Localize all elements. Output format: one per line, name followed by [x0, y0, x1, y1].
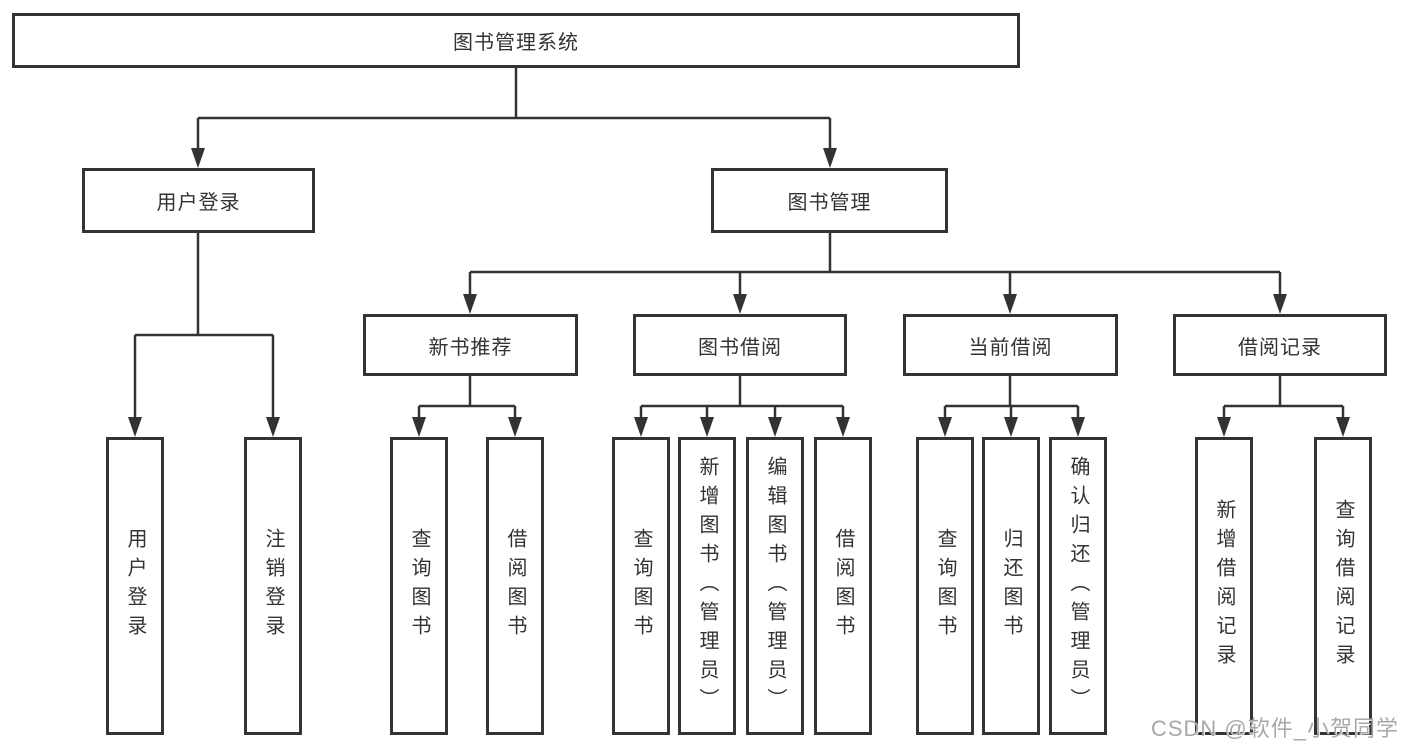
leaf-label: 查询图书: [934, 528, 956, 644]
csdn-watermark: CSDN @软件_小贺同学: [1150, 716, 1399, 741]
leaf-label: 归还图书: [1000, 528, 1022, 644]
leaf-user-login: 用户登录: [106, 437, 164, 735]
node-library-system: 图书管理系统: [12, 13, 1020, 68]
leaf-label: 借阅图书: [504, 528, 526, 644]
leaf-borrow-books-borrowing: 借阅图书: [814, 437, 872, 735]
leaf-label: 查询图书: [630, 528, 652, 644]
node-label: 图书管理系统: [453, 32, 579, 54]
leaf-logout: 注销登录: [244, 437, 302, 735]
leaf-label: 查询借阅记录: [1332, 499, 1354, 673]
leaf-label: 确认归还（管理员）: [1067, 455, 1089, 717]
leaf-label: 查询图书: [408, 528, 430, 644]
leaf-query-books-recommend: 查询图书: [390, 437, 448, 735]
leaf-add-borrow-record: 新增借阅记录: [1195, 437, 1253, 735]
leaf-label: 编辑图书（管理员）: [764, 455, 786, 717]
node-label: 图书管理: [787, 192, 872, 214]
leaf-return-book: 归还图书: [982, 437, 1040, 735]
node-current-borrowing: 当前借阅: [903, 314, 1118, 376]
leaf-query-borrow-record: 查询借阅记录: [1314, 437, 1372, 735]
node-label: 借阅记录: [1238, 336, 1322, 359]
node-label: 图书借阅: [698, 336, 782, 359]
leaf-label: 注销登录: [262, 528, 284, 644]
node-label: 新书推荐: [428, 336, 513, 359]
node-book-borrowing: 图书借阅: [633, 314, 847, 376]
leaf-label: 用户登录: [124, 528, 146, 644]
leaf-confirm-return-admin: 确认归还（管理员）: [1049, 437, 1107, 735]
node-label: 当前借阅: [968, 336, 1053, 359]
node-label: 用户登录: [156, 192, 241, 214]
leaf-label: 新增借阅记录: [1213, 499, 1235, 673]
node-new-book-recommend: 新书推荐: [363, 314, 578, 376]
leaf-borrow-books-recommend: 借阅图书: [486, 437, 544, 735]
node-book-management: 图书管理: [711, 168, 948, 233]
leaf-edit-book-admin: 编辑图书（管理员）: [746, 437, 804, 735]
node-user-login: 用户登录: [82, 168, 315, 233]
node-borrowing-records: 借阅记录: [1173, 314, 1387, 376]
leaf-add-book-admin: 新增图书（管理员）: [678, 437, 736, 735]
leaf-label: 新增图书（管理员）: [696, 455, 718, 717]
arrowheads: [128, 148, 1350, 437]
leaf-query-books-current: 查询图书: [916, 437, 974, 735]
leaf-query-books-borrowing: 查询图书: [612, 437, 670, 735]
leaf-label: 借阅图书: [832, 528, 854, 644]
